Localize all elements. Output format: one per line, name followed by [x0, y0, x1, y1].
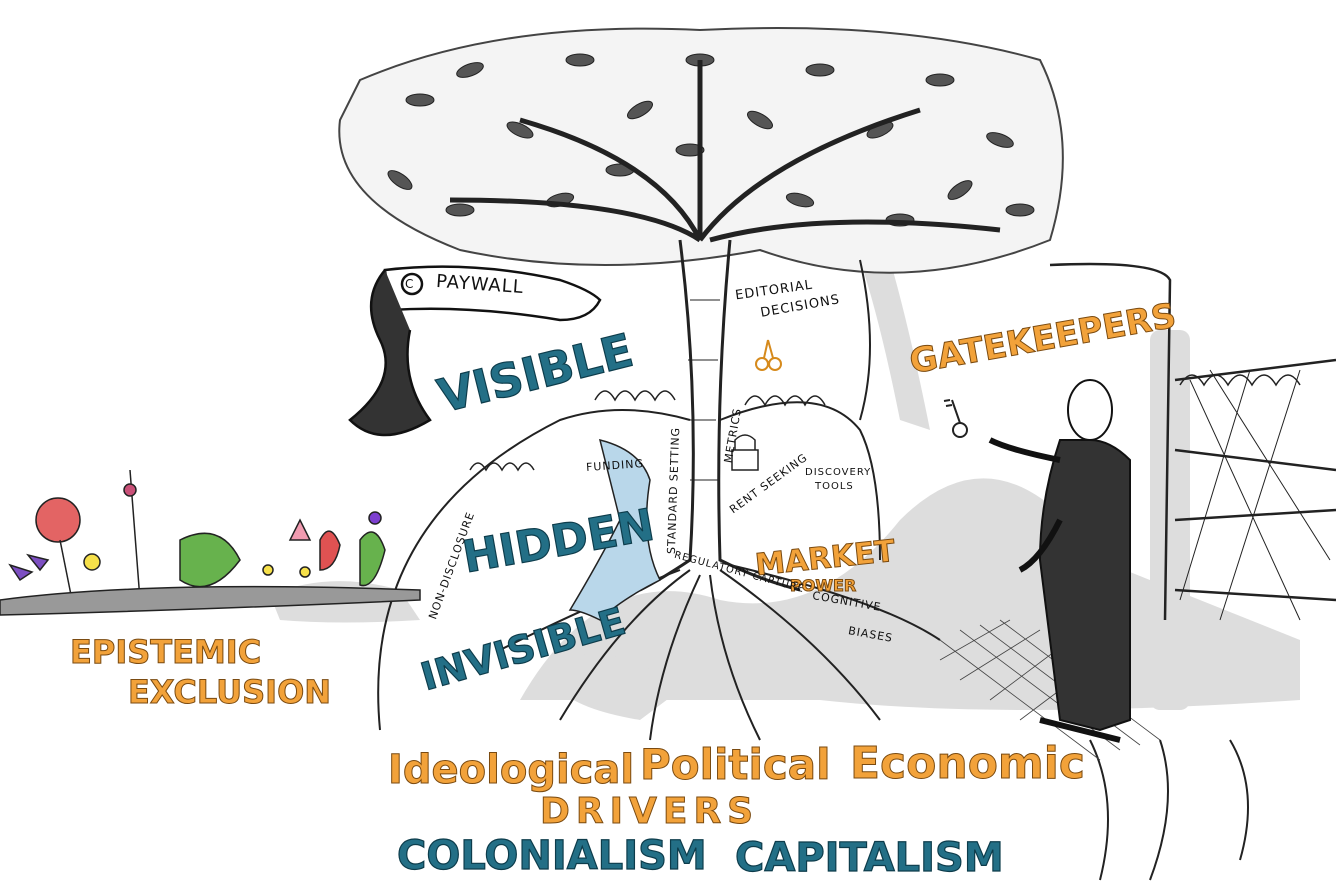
paywall-banner: [348, 265, 602, 437]
padlock-icon: [731, 434, 759, 471]
barrier-arches: [377, 259, 881, 731]
ideological-label: Ideological: [387, 747, 635, 793]
discovery-tools-label-1: DISCOVERY: [805, 467, 872, 478]
net: [939, 619, 1161, 761]
flowers: [0, 469, 421, 616]
tree-canopy: [338, 27, 1064, 274]
colonialism-label: COLONIALISM: [396, 833, 707, 879]
discovery-tools-label-2: TOOLS: [815, 481, 854, 492]
political-label: Political: [640, 740, 832, 789]
tree-roots: [499, 564, 1249, 881]
economic-label: Economic: [850, 738, 1086, 789]
epistemic-label: EPISTEMIC: [69, 633, 262, 671]
scissors-icon: [755, 339, 782, 371]
key-icon: [943, 399, 968, 438]
gated-fence: [1049, 262, 1336, 621]
barbed-wire-coils: [469, 374, 1301, 472]
drivers-label: DRIVERS: [539, 791, 760, 832]
exclusion-label: EXCLUSION: [127, 673, 332, 711]
capitalism-label: CAPITALISM: [734, 835, 1004, 881]
hidden-river: [568, 438, 662, 621]
power-label: POWER: [789, 576, 857, 595]
paywall-symbol: C: [405, 277, 415, 291]
gatekeeper-figure: [988, 379, 1131, 743]
